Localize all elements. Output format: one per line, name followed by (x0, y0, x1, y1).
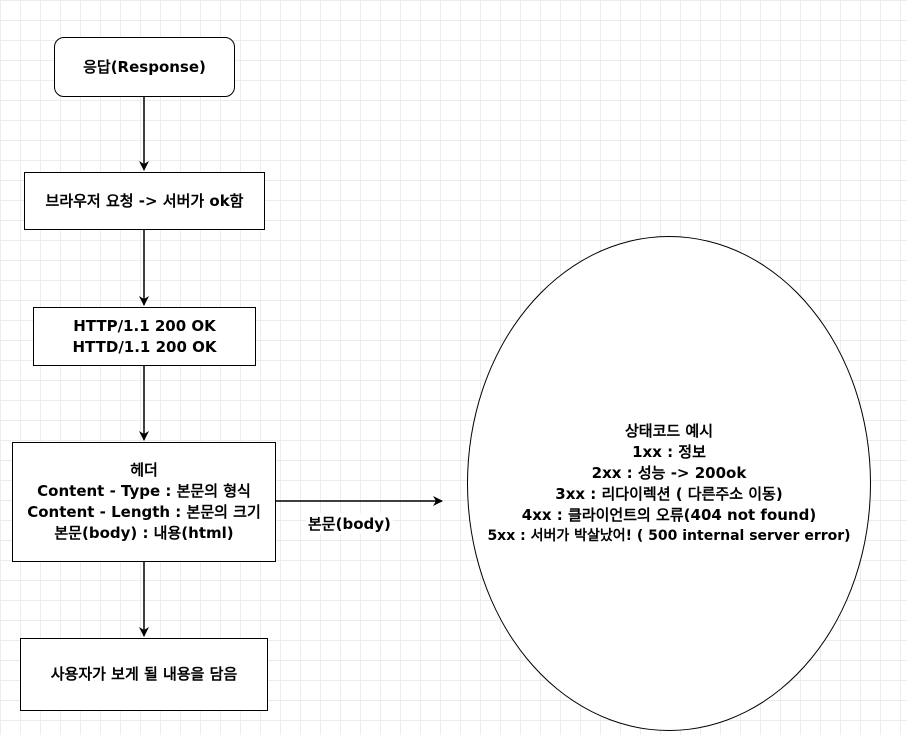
header-title: 헤더 (130, 461, 158, 479)
header-body: 본문(body) : 내용(html) (54, 524, 234, 542)
browser-request-node[interactable]: 브라우저 요청 -> 서버가 ok함 (24, 172, 265, 230)
status-line-2: HTTD/1.1 200 OK (72, 337, 217, 356)
status-codes-circle[interactable]: 상태코드 예시 1xx : 정보 2xx : 성능 -> 200ok 3xx :… (467, 236, 871, 731)
status-line-node[interactable]: HTTP/1.1 200 OK HTTD/1.1 200 OK (33, 307, 256, 366)
header-content-length: Content - Length : 본문의 크기 (27, 503, 261, 521)
status-code-4xx: 4xx : 클라이언트의 오류(404 not found) (521, 505, 817, 524)
status-code-2xx: 2xx : 성능 -> 200ok (591, 463, 747, 482)
status-line-1: HTTP/1.1 200 OK (73, 316, 216, 335)
response-label: 응답(Response) (83, 57, 206, 76)
header-content-type: Content - Type : 본문의 형식 (37, 482, 251, 500)
header-node[interactable]: 헤더 Content - Type : 본문의 형식 Content - Len… (12, 442, 276, 562)
status-code-3xx: 3xx : 리다이렉션 ( 다른주소 이동) (555, 484, 783, 503)
browser-request-label: 브라우저 요청 -> 서버가 ok함 (45, 191, 244, 210)
status-codes-title: 상태코드 예시 (624, 421, 714, 440)
body-content-label: 사용자가 보게 될 내용을 담음 (50, 665, 238, 683)
edge-label-body: 본문(body) (306, 513, 393, 534)
body-content-node[interactable]: 사용자가 보게 될 내용을 담음 (20, 638, 268, 711)
response-node[interactable]: 응답(Response) (54, 37, 235, 97)
status-code-5xx: 5xx : 서버가 박살났어! ( 500 internal server er… (487, 527, 851, 544)
status-code-1xx: 1xx : 정보 (632, 442, 706, 461)
